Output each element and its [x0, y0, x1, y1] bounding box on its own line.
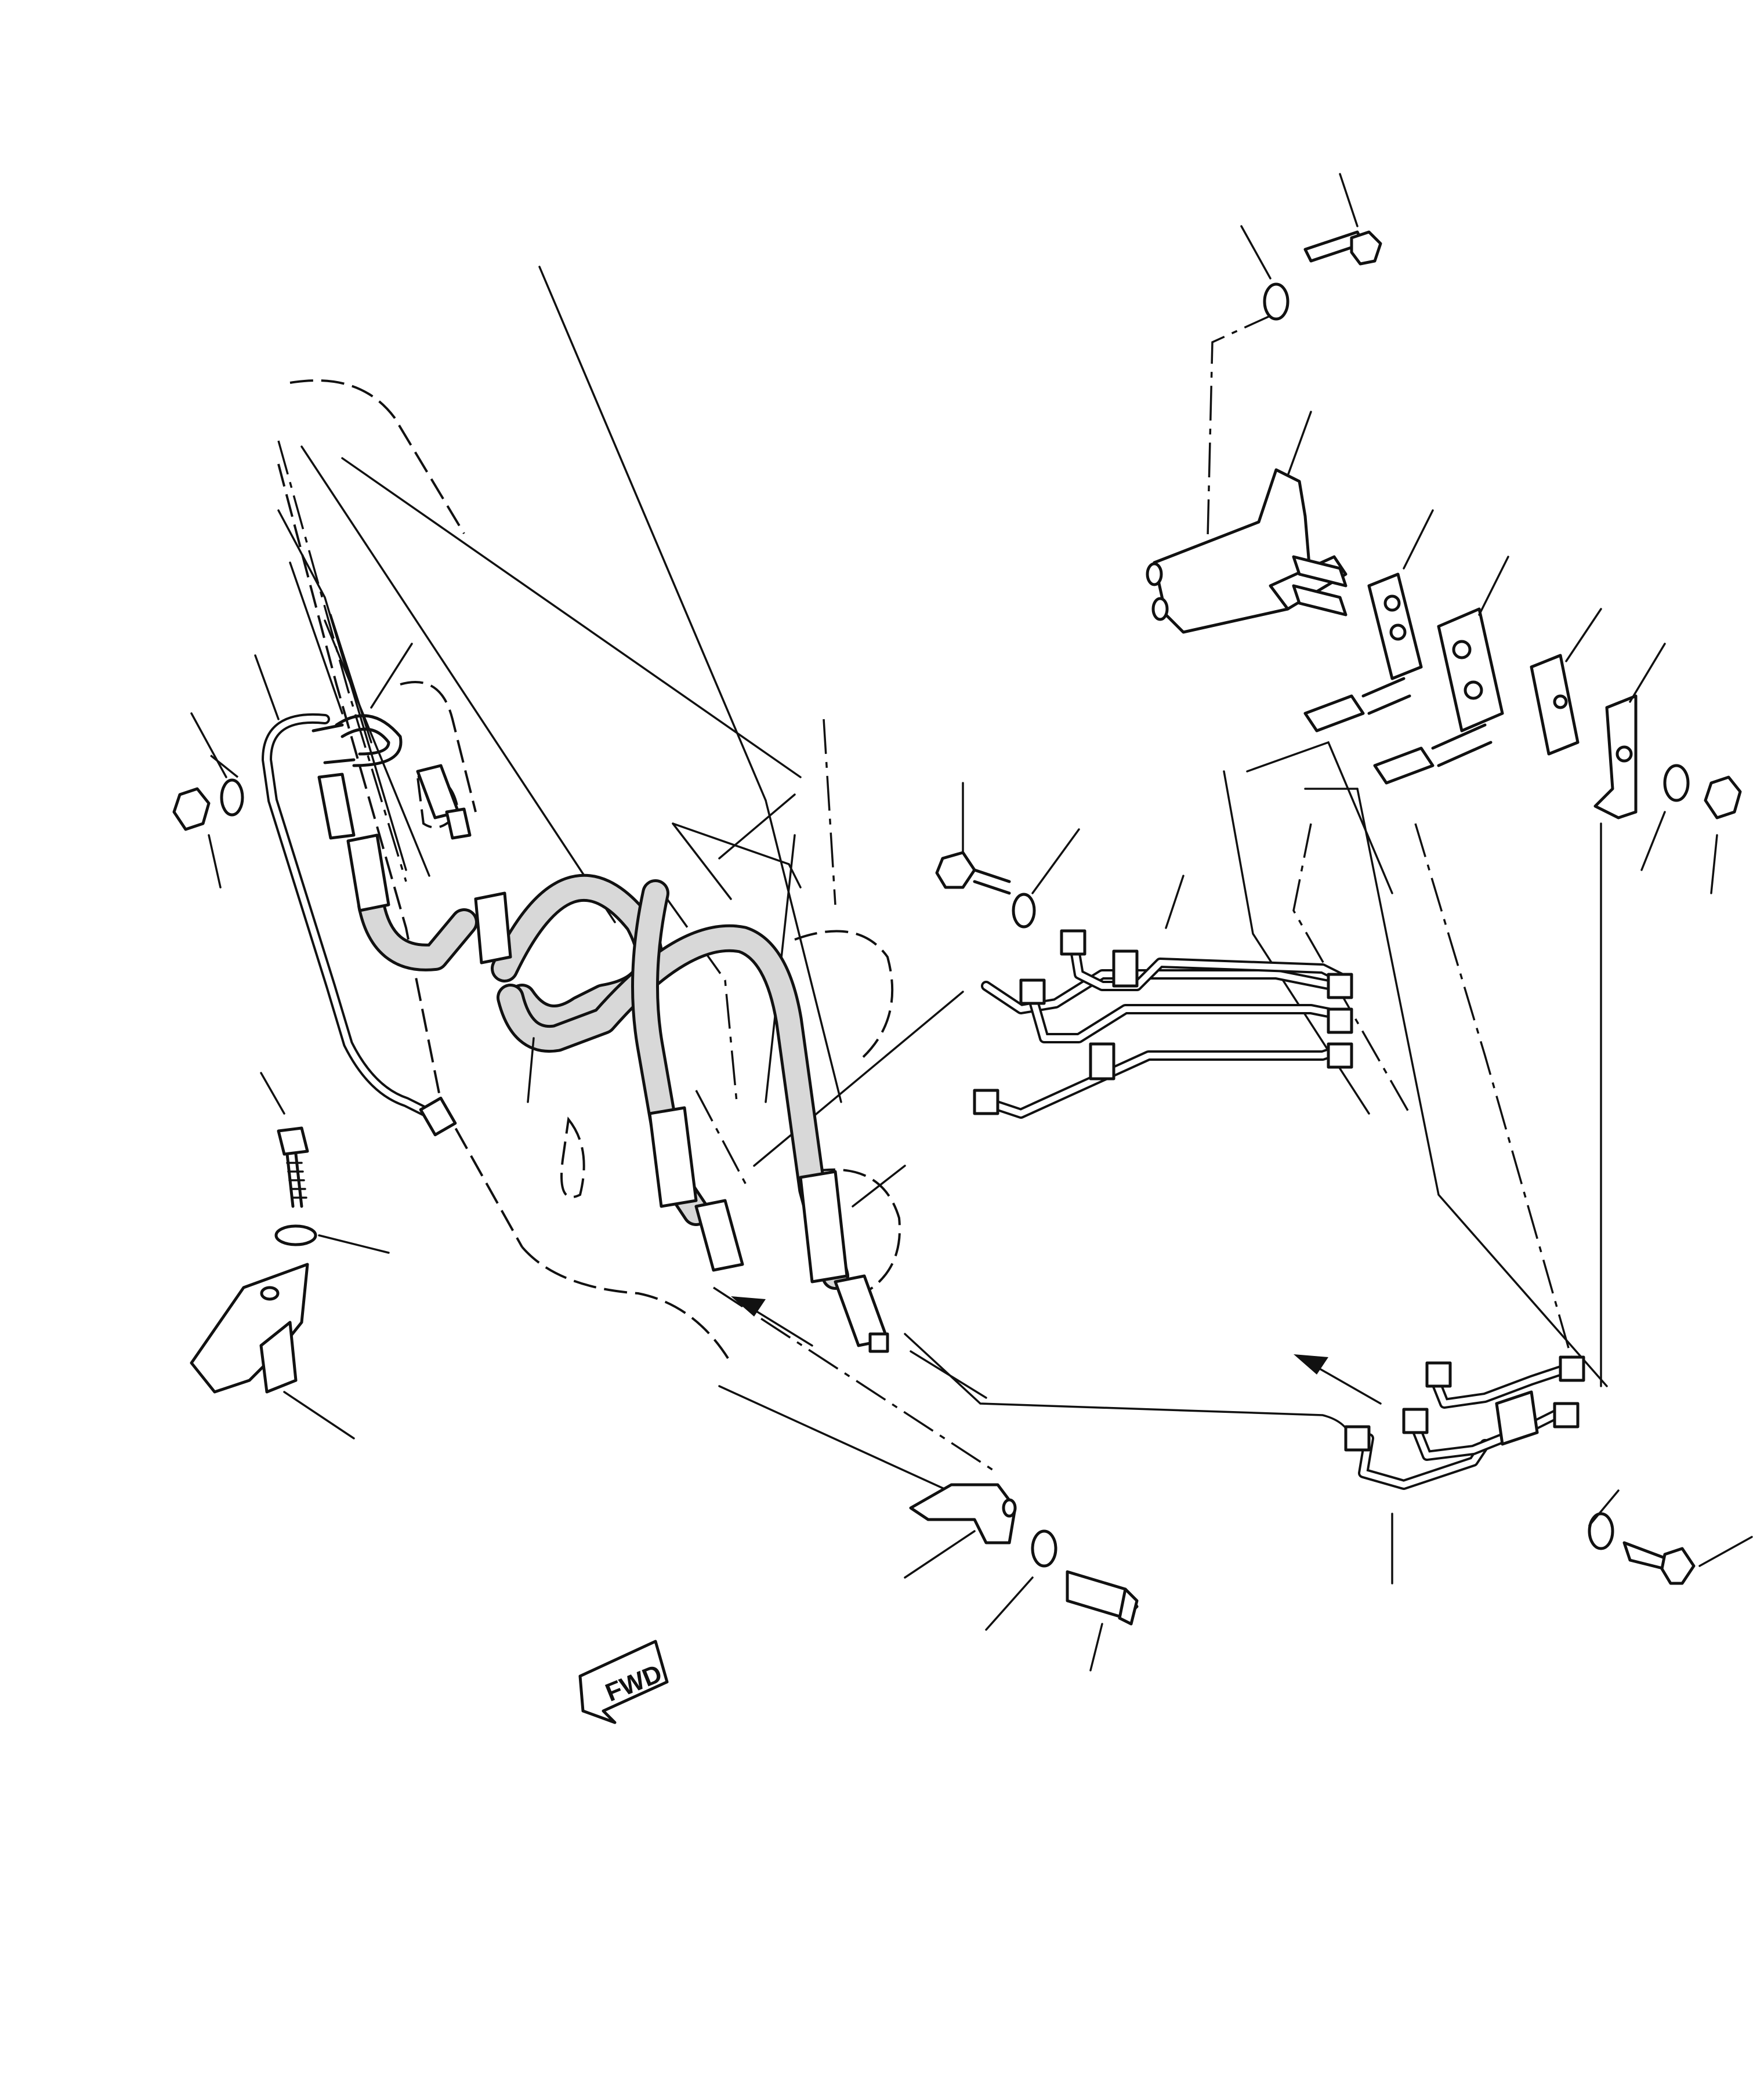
left-mounting-bracket	[190, 1263, 309, 1394]
hose-1	[317, 773, 478, 971]
hose-end-fittings	[648, 1106, 889, 1353]
left-bolt	[274, 1126, 317, 1246]
bottom-right-tube-bundle	[1344, 1355, 1585, 1490]
hose-3	[497, 924, 849, 1290]
u-bolt-clamp	[311, 714, 403, 767]
clamp-washer-nut	[1663, 764, 1742, 820]
clamp-half-2	[1437, 607, 1504, 733]
top-connector-fitting	[416, 764, 472, 840]
center-bolt-washer	[935, 851, 1036, 929]
bottom-right-bolt	[1622, 1541, 1696, 1585]
forward-direction-indicator: FWD	[578, 1640, 669, 1724]
center-bolt	[1066, 1570, 1139, 1626]
top-right-washer	[1263, 282, 1290, 321]
center-washer	[1031, 1529, 1057, 1568]
center-tube-bundle	[973, 929, 1353, 1119]
tube-adapter-2	[1373, 723, 1493, 785]
top-right-bolt	[1303, 230, 1382, 266]
clamp-half-1	[1367, 572, 1423, 680]
top-right-mounting-plate	[1146, 468, 1348, 634]
flow-arrow-center	[731, 1296, 813, 1347]
clamp-bracket	[1593, 694, 1638, 820]
callout-lines	[190, 173, 1753, 1671]
tube-adapter-1	[1303, 677, 1411, 733]
center-mounting-bracket	[909, 1483, 1017, 1544]
assembly-lines	[208, 312, 1579, 1474]
clamp-cover-plate	[1530, 654, 1580, 756]
left-rigid-tube	[262, 713, 457, 1137]
leader-lines	[277, 266, 1608, 1509]
hose-4	[631, 879, 710, 1226]
flow-arrow-right	[1294, 1354, 1382, 1405]
left-nut-washer	[172, 778, 244, 831]
bottom-right-washer	[1588, 1512, 1614, 1550]
